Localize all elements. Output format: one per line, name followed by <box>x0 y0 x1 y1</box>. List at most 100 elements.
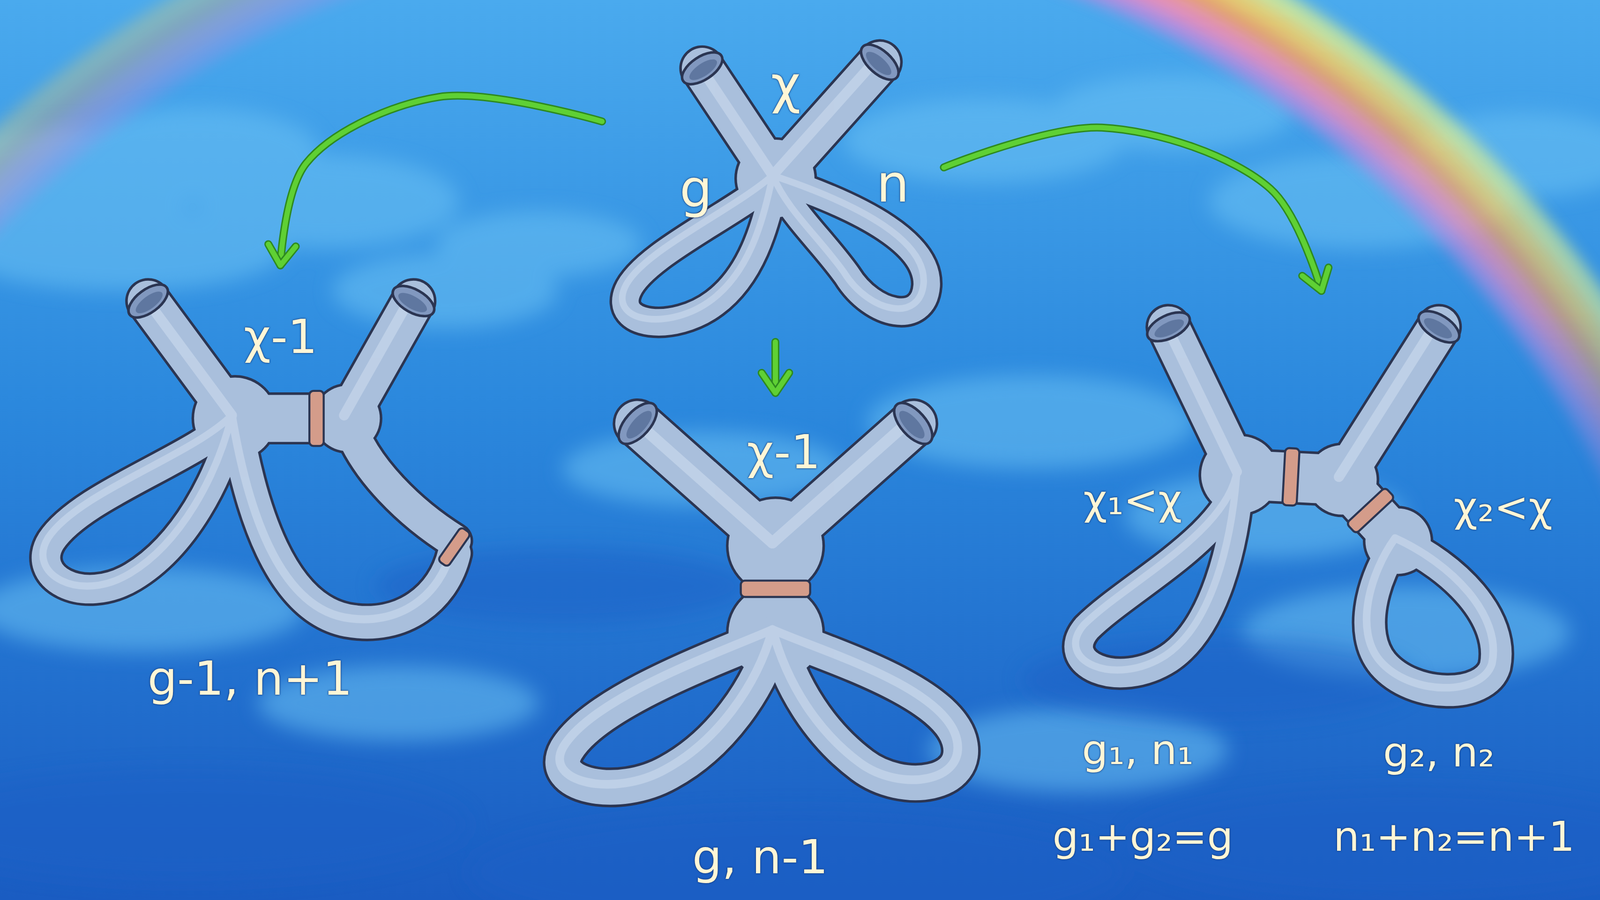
opening-rim <box>1413 304 1465 349</box>
math-label: n <box>876 157 910 210</box>
shine-streak <box>42 415 232 586</box>
math-label: χ₁<χ <box>1083 479 1182 521</box>
opening-rim <box>611 396 664 451</box>
arrow-head-edge <box>761 372 790 393</box>
opening-inside <box>132 287 166 317</box>
arrow-shaft-edge <box>943 127 1322 292</box>
math-label: χ-1 <box>243 313 318 361</box>
shine-streak <box>1075 471 1237 670</box>
opening-inside <box>895 407 929 443</box>
opening-inside <box>1420 314 1455 342</box>
opening-rim <box>387 279 439 323</box>
opening-inside <box>395 289 430 316</box>
math-label: g₁+g₂=g <box>1052 815 1234 858</box>
tube-opening <box>1142 306 1195 347</box>
surface-outline <box>1078 326 1496 691</box>
shine-streak <box>343 298 411 416</box>
arrow-head <box>1302 267 1329 292</box>
shine-streak <box>559 629 773 785</box>
rainbow-band <box>1007 0 1600 900</box>
surface-shine <box>621 59 924 320</box>
surface-body <box>1078 326 1496 691</box>
arrow-head-edge <box>1302 267 1329 292</box>
opening-rim <box>676 45 728 91</box>
rainbow-band <box>0 0 422 282</box>
cut-bands <box>740 580 811 598</box>
surface-edge <box>234 418 455 623</box>
arrow-head <box>268 244 297 266</box>
green-arrow <box>268 95 603 266</box>
arrow-shaft <box>280 95 602 266</box>
cloud-shadow <box>0 768 469 882</box>
cut-bands <box>1282 447 1395 534</box>
tube-opening <box>676 45 728 91</box>
tube-opening <box>387 279 439 323</box>
tube-openings <box>1142 304 1465 349</box>
cloud <box>867 374 1196 469</box>
surface-outline <box>562 423 961 788</box>
math-label: g₂, n₂ <box>1383 731 1495 773</box>
arrow-head-edge <box>268 244 297 266</box>
surface-node: χ-1 g-1, n+1 <box>20 265 486 715</box>
math-label: χ₂<χ <box>1453 486 1553 528</box>
shine-streak <box>231 415 451 620</box>
surface-shine <box>1075 323 1494 688</box>
rainbow-band <box>1007 0 1600 900</box>
opening-rim <box>854 38 905 87</box>
shine-streak <box>144 298 232 416</box>
surface-node: χ₁<χ χ₂<χ g₁, n₁ g₂, n₂ g₁+g₂=g n₁+n₂=n+1 <box>1046 291 1598 873</box>
shine-streak <box>1338 323 1436 477</box>
cloud <box>0 206 286 291</box>
opening-rim <box>887 396 940 451</box>
shine-streak <box>1366 537 1494 688</box>
rainbow-band <box>1007 0 1600 900</box>
math-label: g <box>679 163 713 215</box>
math-label: g₁, n₁ <box>1082 729 1194 771</box>
tube-opening <box>122 277 174 324</box>
surface-drawing <box>1046 291 1598 873</box>
cut-band <box>1345 486 1395 534</box>
opening-rim <box>122 277 174 324</box>
rainbow-band <box>0 0 422 282</box>
tube-opening <box>887 396 940 451</box>
surface-outline <box>45 300 455 622</box>
cut-band <box>309 390 324 447</box>
cloud <box>435 210 643 277</box>
shine-streak <box>698 65 773 176</box>
shine-streak <box>1165 323 1237 472</box>
tube-opening <box>1413 304 1465 349</box>
surface-node: χ-1 g, n-1 <box>535 392 990 888</box>
rainbow-band <box>0 0 422 282</box>
cut-band <box>740 580 811 598</box>
surface-shine <box>559 420 958 785</box>
surface-body <box>562 423 961 788</box>
arrow-shaft-edge <box>280 95 602 266</box>
math-label: χ-1 <box>746 428 821 476</box>
cut-band <box>1282 447 1300 506</box>
arrow-shaft <box>943 127 1322 292</box>
opening-rim <box>1142 306 1195 347</box>
math-label: n₁+n₂=n+1 <box>1333 815 1575 858</box>
surface-node: χ g n <box>602 35 944 342</box>
cut-band <box>437 526 471 568</box>
surface-skin <box>346 418 455 541</box>
opening-inside <box>686 55 720 84</box>
rainbow-band <box>1007 0 1600 900</box>
shine-streak <box>772 629 958 780</box>
surface-edge <box>346 418 455 541</box>
math-label: g, n-1 <box>692 833 829 881</box>
surface-skin <box>234 418 455 623</box>
math-label: χ <box>770 59 801 111</box>
rainbow-band <box>1007 0 1600 900</box>
tube-opening <box>854 38 905 87</box>
opening-inside <box>1151 315 1187 341</box>
arrow-head <box>761 372 790 393</box>
cut-bands <box>309 390 472 568</box>
surface-body <box>45 300 455 622</box>
surface-shine <box>42 298 451 620</box>
green-arrow <box>943 127 1329 292</box>
green-arrow <box>761 341 790 393</box>
math-label: g-1, n+1 <box>147 655 353 703</box>
opening-inside <box>622 407 657 443</box>
